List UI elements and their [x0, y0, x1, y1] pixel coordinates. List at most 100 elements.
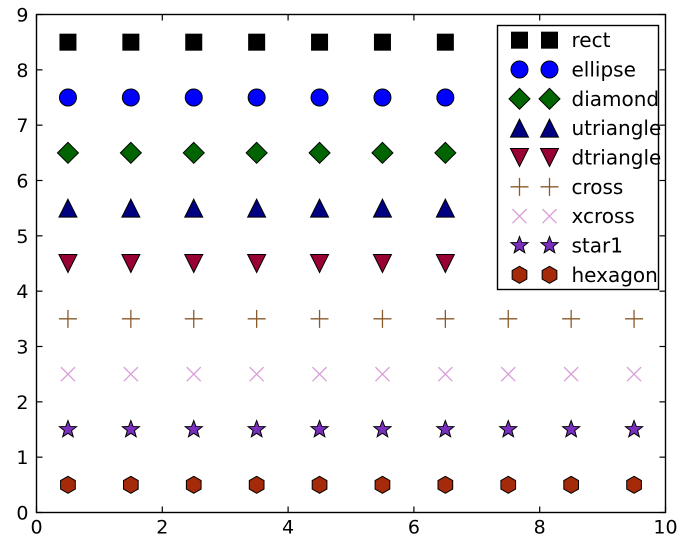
marker-utriangle[interactable]	[246, 198, 267, 218]
marker-utriangle[interactable]	[435, 198, 456, 218]
marker-star1[interactable]	[624, 419, 644, 438]
legend-marker-rect[interactable]	[541, 31, 558, 49]
data-markers[interactable]	[56, 33, 644, 494]
marker-xcross[interactable]	[186, 366, 202, 382]
marker-rect[interactable]	[311, 33, 329, 51]
marker-star1[interactable]	[120, 419, 141, 438]
marker-cross[interactable]	[58, 309, 77, 328]
legend-marker-dtriangle[interactable]	[539, 148, 560, 168]
marker-hexagon[interactable]	[248, 475, 265, 494]
marker-cross[interactable]	[625, 309, 644, 328]
legend-item-rect[interactable]: rect	[511, 28, 611, 52]
marker-star1[interactable]	[372, 419, 393, 438]
marker-ellipse[interactable]	[121, 88, 140, 107]
marker-dtriangle[interactable]	[372, 254, 393, 274]
series-dtriangle[interactable]	[58, 254, 456, 274]
marker-star1[interactable]	[435, 419, 456, 438]
marker-hexagon[interactable]	[185, 475, 202, 494]
marker-diamond[interactable]	[308, 141, 331, 165]
legend-item-cross[interactable]: cross	[510, 175, 624, 199]
legend-marker-rect[interactable]	[511, 31, 528, 49]
legend-marker-ellipse[interactable]	[540, 60, 559, 79]
legend-item-diamond[interactable]: diamond	[508, 87, 659, 111]
marker-xcross[interactable]	[437, 366, 453, 382]
series-cross[interactable]	[58, 309, 644, 328]
marker-xcross[interactable]	[563, 366, 579, 382]
marker-utriangle[interactable]	[183, 198, 204, 218]
legend-marker-utriangle[interactable]	[509, 118, 530, 138]
marker-hexagon[interactable]	[122, 475, 139, 494]
marker-hexagon[interactable]	[500, 475, 517, 494]
legend-marker-diamond[interactable]	[508, 87, 531, 111]
marker-cross[interactable]	[562, 309, 581, 328]
marker-ellipse[interactable]	[58, 88, 77, 107]
marker-star1[interactable]	[246, 419, 267, 438]
marker-ellipse[interactable]	[247, 88, 266, 107]
marker-rect[interactable]	[59, 33, 77, 51]
marker-hexagon[interactable]	[626, 475, 642, 494]
marker-xcross[interactable]	[500, 366, 516, 382]
marker-dtriangle[interactable]	[183, 254, 204, 274]
marker-ellipse[interactable]	[310, 88, 329, 107]
legend-marker-utriangle[interactable]	[539, 118, 560, 138]
series-hexagon[interactable]	[60, 475, 642, 494]
marker-dtriangle[interactable]	[58, 254, 78, 274]
marker-xcross[interactable]	[626, 366, 642, 382]
marker-cross[interactable]	[310, 309, 329, 328]
legend-marker-dtriangle[interactable]	[509, 148, 530, 168]
legend-item-ellipse[interactable]: ellipse	[510, 58, 636, 82]
legend-marker-cross[interactable]	[540, 177, 559, 196]
marker-hexagon[interactable]	[563, 475, 580, 494]
legend-item-utriangle[interactable]: utriangle	[509, 116, 662, 140]
marker-dtriangle[interactable]	[309, 254, 330, 274]
legend-marker-xcross[interactable]	[542, 208, 557, 224]
marker-diamond[interactable]	[119, 141, 143, 165]
legend[interactable]: rectellipsediamondutriangledtrianglecros…	[496, 24, 662, 291]
marker-dtriangle[interactable]	[435, 254, 456, 274]
marker-xcross[interactable]	[123, 366, 139, 382]
series-rect[interactable]	[59, 33, 454, 51]
marker-diamond[interactable]	[245, 141, 268, 165]
marker-rect[interactable]	[122, 33, 140, 51]
legend-marker-cross[interactable]	[510, 177, 529, 196]
series-star1[interactable]	[58, 419, 644, 438]
marker-xcross[interactable]	[374, 366, 390, 382]
series-utriangle[interactable]	[58, 198, 456, 218]
marker-rect[interactable]	[185, 33, 203, 51]
marker-star1[interactable]	[183, 419, 204, 438]
series-ellipse[interactable]	[58, 88, 455, 107]
marker-star1[interactable]	[58, 419, 78, 438]
marker-hexagon[interactable]	[374, 475, 391, 494]
marker-star1[interactable]	[561, 419, 582, 438]
legend-item-star1[interactable]: star1	[509, 234, 623, 258]
marker-cross[interactable]	[373, 309, 392, 328]
marker-utriangle[interactable]	[58, 198, 78, 218]
marker-utriangle[interactable]	[372, 198, 393, 218]
series-xcross[interactable]	[60, 366, 642, 382]
marker-rect[interactable]	[436, 33, 454, 51]
legend-marker-hexagon[interactable]	[541, 265, 558, 284]
marker-star1[interactable]	[309, 419, 330, 438]
marker-hexagon[interactable]	[311, 475, 328, 494]
legend-marker-hexagon[interactable]	[511, 265, 528, 284]
marker-xcross[interactable]	[312, 366, 328, 382]
marker-ellipse[interactable]	[184, 88, 203, 107]
marker-utriangle[interactable]	[121, 198, 141, 218]
marker-rect[interactable]	[373, 33, 391, 51]
marker-rect[interactable]	[248, 33, 266, 51]
marker-hexagon[interactable]	[60, 475, 76, 494]
marker-ellipse[interactable]	[436, 88, 455, 107]
marker-utriangle[interactable]	[309, 198, 330, 218]
legend-item-hexagon[interactable]: hexagon	[511, 263, 658, 287]
legend-marker-star1[interactable]	[509, 235, 530, 254]
legend-marker-diamond[interactable]	[538, 87, 561, 111]
marker-cross[interactable]	[184, 309, 203, 328]
marker-ellipse[interactable]	[373, 88, 392, 107]
legend-item-xcross[interactable]: xcross	[512, 204, 635, 228]
marker-cross[interactable]	[499, 309, 518, 328]
marker-diamond[interactable]	[182, 141, 205, 165]
legend-marker-star1[interactable]	[539, 235, 560, 254]
marker-dtriangle[interactable]	[121, 254, 141, 274]
marker-star1[interactable]	[498, 419, 519, 438]
